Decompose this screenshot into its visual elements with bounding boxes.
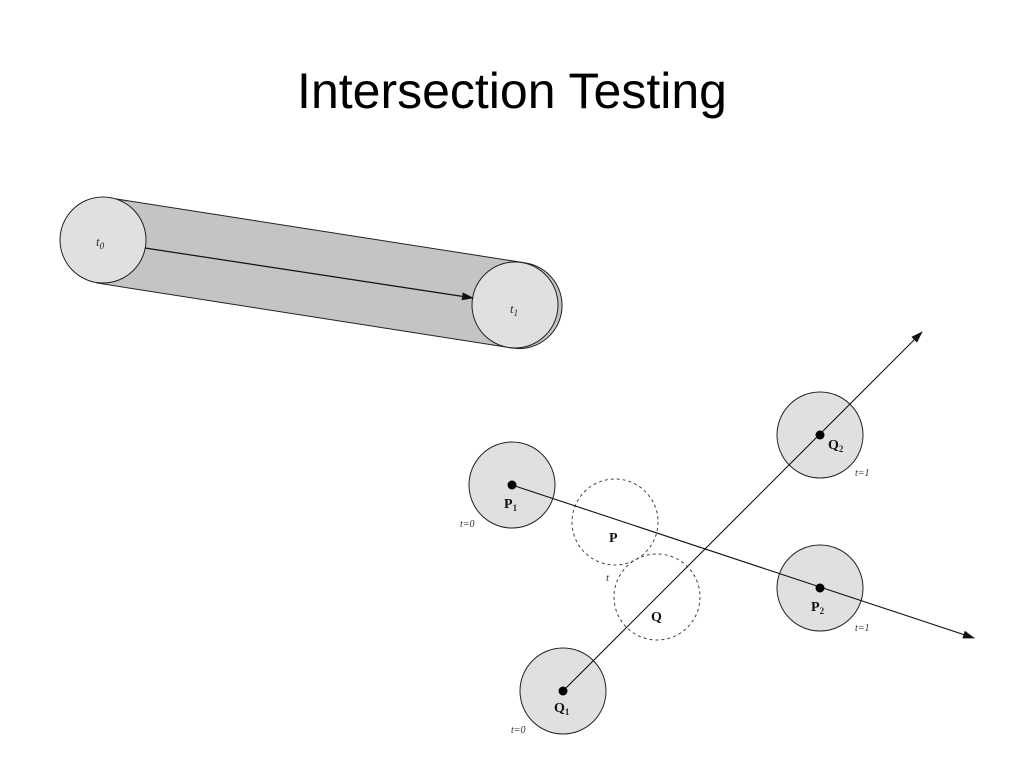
svg-text:t1: t1	[510, 301, 518, 318]
sphere-q-dashed	[613, 553, 701, 641]
q2-label: Q	[828, 438, 839, 453]
p1-sub: 1	[513, 503, 518, 513]
sphere-p-dashed	[571, 478, 659, 566]
sweep-arrow	[144, 247, 474, 301]
start-label: t	[96, 234, 100, 249]
svg-text:P1: P1	[504, 497, 518, 513]
q1-time-label: t=0	[511, 725, 526, 736]
p-label: P	[609, 531, 618, 546]
end-sub: 1	[514, 308, 519, 318]
q-trajectory-arrow	[562, 331, 923, 692]
p2-center	[815, 583, 825, 593]
svg-text:Q2: Q2	[828, 438, 844, 454]
svg-text:t0: t0	[96, 234, 105, 251]
sphere-start	[59, 196, 147, 284]
moving-spheres: P1 P2 Q1 Q2 P Q t t=0 t=1 t=0 t=1	[460, 331, 975, 736]
t-label: t	[606, 572, 610, 584]
q-label: Q	[651, 610, 662, 625]
svg-text:P2: P2	[811, 600, 825, 616]
slide-title: Intersection Testing	[297, 63, 727, 119]
q1-center	[558, 686, 568, 696]
capsule-body	[96, 197, 563, 350]
p1-center	[507, 480, 517, 490]
q2-time-label: t=1	[855, 468, 870, 479]
q2-center	[815, 430, 825, 440]
q2-sub: 2	[839, 444, 844, 454]
p2-time-label: t=1	[855, 623, 870, 634]
swept-sphere: t0 t1	[59, 196, 563, 350]
p1-time-label: t=0	[460, 519, 475, 530]
svg-text:Q1: Q1	[554, 701, 570, 717]
p1-label: P	[504, 497, 513, 512]
p2-sub: 2	[820, 606, 825, 616]
start-sub: 0	[100, 241, 105, 251]
p2-label: P	[811, 600, 820, 615]
q1-label: Q	[554, 701, 565, 716]
q1-sub: 1	[565, 707, 570, 717]
sphere-end	[471, 261, 559, 349]
end-label: t	[510, 301, 514, 316]
p-trajectory-arrow	[511, 484, 975, 639]
